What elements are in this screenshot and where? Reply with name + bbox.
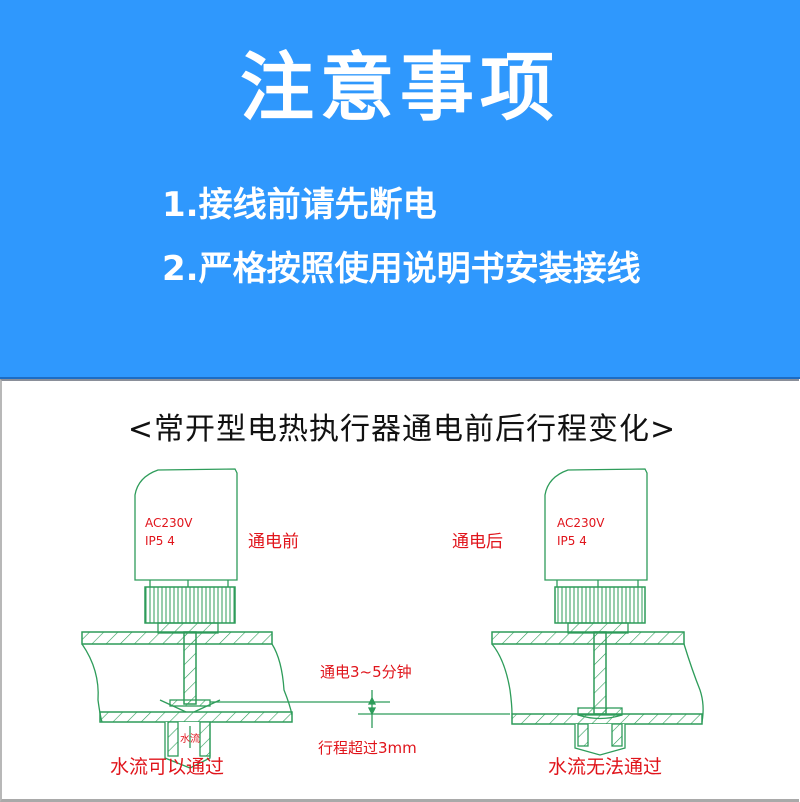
- after-rating-line1: AC230V: [557, 516, 605, 530]
- before-label: 通电前: [248, 532, 299, 552]
- header-banner: 注意事项 1.接线前请先断电 2.严格按照使用说明书安装接线: [0, 0, 800, 379]
- actuator-after: [491, 468, 704, 756]
- after-label: 通电后: [452, 532, 503, 552]
- note-2: 2.严格按照使用说明书安装接线: [162, 249, 641, 289]
- stroke-label: 行程超过3mm: [318, 739, 417, 757]
- diagram-panel: <常开型电热执行器通电前后行程变化>: [0, 379, 799, 802]
- stroke-dimension: [358, 690, 510, 728]
- actuator-before: [81, 468, 390, 769]
- before-result-label: 水流可以通过: [110, 756, 224, 778]
- after-rating-line2: IP5 4: [557, 534, 587, 548]
- page-title: 注意事项: [240, 45, 560, 131]
- flow-small-label: 水流: [180, 732, 200, 745]
- before-rating-line1: AC230V: [145, 516, 193, 530]
- diagram-subtitle: <常开型电热执行器通电前后行程变化>: [127, 412, 677, 447]
- time-label: 通电3~5分钟: [320, 663, 412, 681]
- before-rating-line2: IP5 4: [145, 534, 175, 548]
- after-result-label: 水流无法通过: [548, 756, 662, 778]
- note-1: 1.接线前请先断电: [162, 185, 437, 225]
